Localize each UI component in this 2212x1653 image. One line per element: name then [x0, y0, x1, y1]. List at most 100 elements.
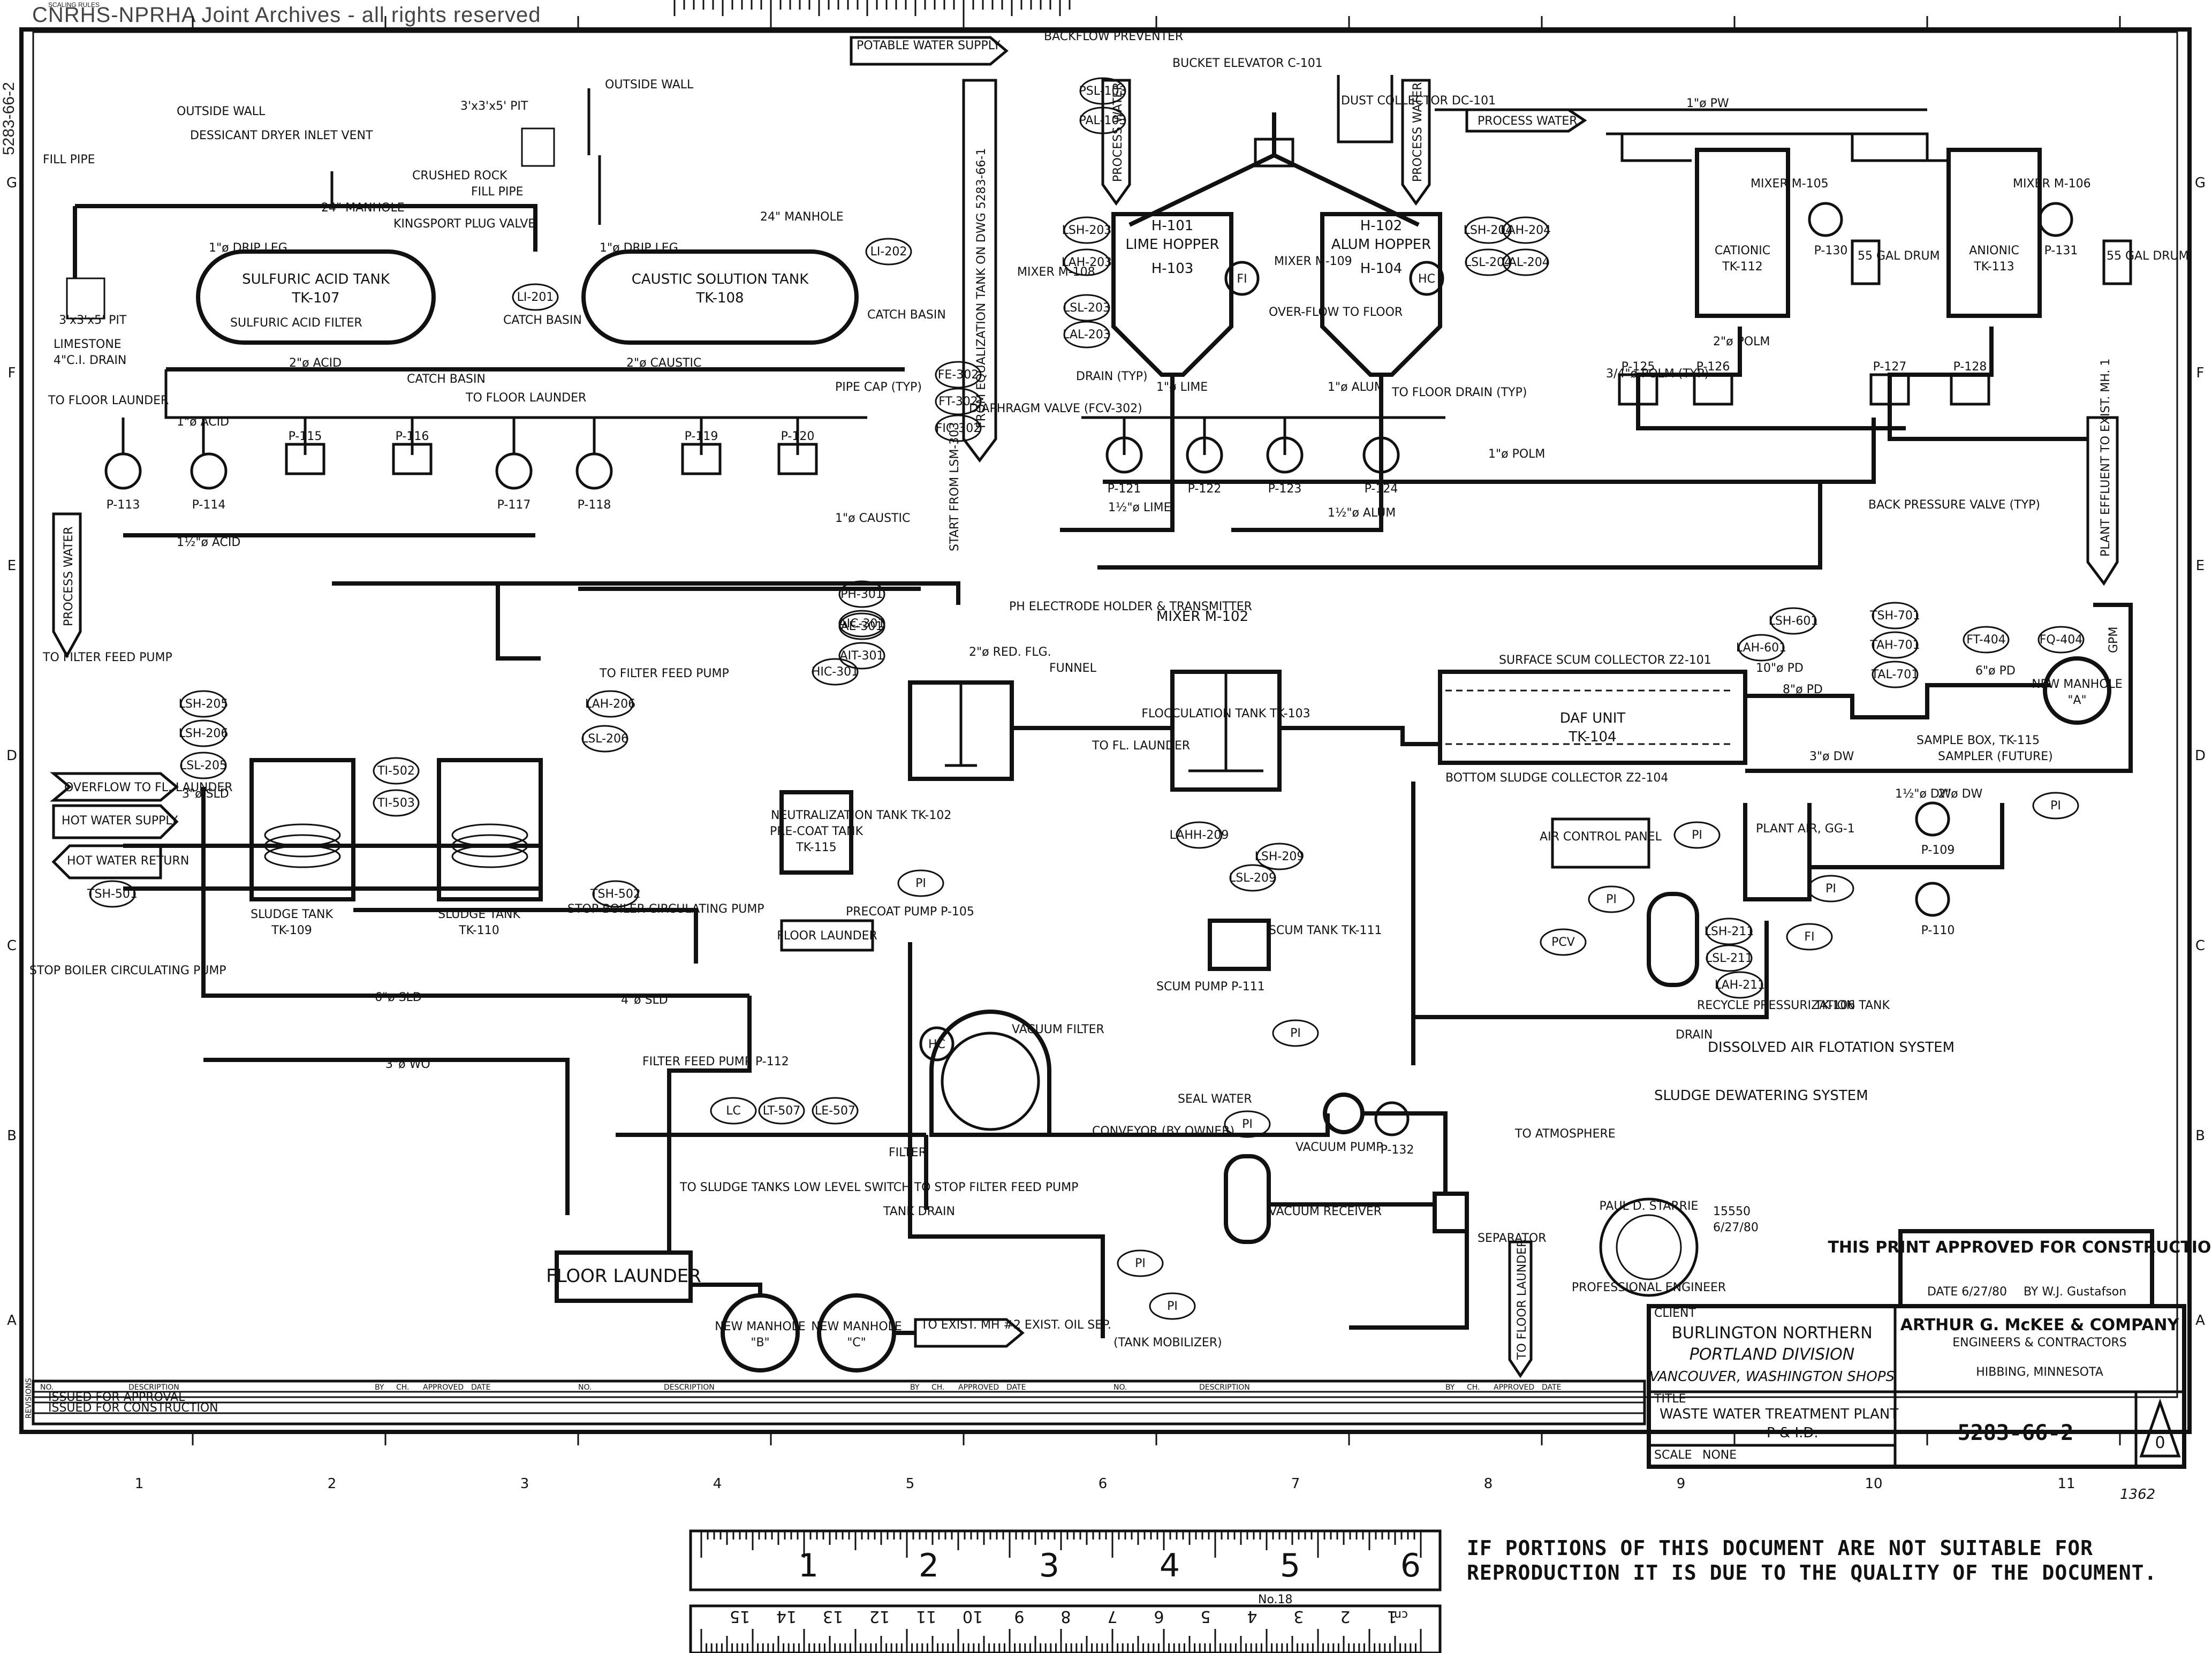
- label-vacuum-receiver: VACUUM RECEIVER: [1269, 1205, 1382, 1218]
- pump-tag: P-125: [1622, 360, 1655, 374]
- acid-tank-tag: TK-107: [291, 290, 339, 306]
- instrument-tag: LAH-206: [585, 697, 635, 711]
- instrument-tag: LSH-601: [1769, 615, 1819, 628]
- pump-tag: P-126: [1696, 360, 1730, 374]
- ruler-cm-label: 13: [823, 1607, 843, 1626]
- ruler-cm-label: 5: [1200, 1607, 1210, 1626]
- alum-hopper: H-102 ALUM HOPPER H-104 HC: [1320, 212, 1444, 377]
- svg-text:SLUDGE TANK: SLUDGE TANK: [251, 908, 333, 921]
- instrument-tag: LT-507: [763, 1104, 801, 1118]
- label-mixer-m108: MIXER M-108: [1017, 266, 1095, 279]
- label-pit-2: 3'x3'x5' PIT: [460, 100, 528, 113]
- label-scum-collector: SURFACE SCUM COLLECTOR Z2-101: [1499, 654, 1711, 667]
- crushed-rock-pit: [521, 127, 555, 167]
- label-plant-air: PLANT AIR, GG-1: [1756, 822, 1855, 836]
- ruler-inch-label: 1: [798, 1547, 819, 1584]
- anionic-tank: ANIONIC TK-113: [1946, 148, 2042, 318]
- caustic-tank-name: CAUSTIC SOLUTION TANK: [632, 271, 809, 287]
- instrument-bubble: [935, 361, 982, 389]
- label-start-from: START FROM LSM-303: [948, 422, 961, 551]
- label-precoat-pump: PRECOAT PUMP P-105: [846, 905, 974, 919]
- hot-water-supply-tag: HOT WATER SUPPLY: [52, 804, 179, 839]
- instrument-bubble: [812, 658, 859, 686]
- instrument-tag: LSH-211: [1705, 925, 1754, 938]
- instrument-bubble: [1117, 1249, 1164, 1277]
- grid-col-label: 3: [520, 1476, 529, 1492]
- instrument-bubble: [1256, 843, 1303, 870]
- scum-tank: [1208, 919, 1271, 971]
- instrument-tag: LSL-205: [180, 759, 227, 772]
- grid-col-label: 2: [328, 1476, 337, 1492]
- label-mixer-m106: MIXER M-106: [2013, 177, 2091, 191]
- label-acid-filter: SULFURIC ACID FILTER: [230, 316, 362, 330]
- svg-text:15550: 15550: [1713, 1205, 1751, 1218]
- label-pd-10: 10"ø PD: [1756, 662, 1804, 675]
- instrument-tag: LSH-203: [1062, 224, 1112, 237]
- instrument-bubble: [89, 880, 136, 908]
- revision-header: DATE: [471, 1383, 490, 1392]
- label-polm-1: 1"ø POLM: [1488, 448, 1545, 461]
- svg-text:HC: HC: [928, 1038, 945, 1051]
- label-mixer-m105: MIXER M-105: [1751, 177, 1829, 191]
- grid-row-label-right: A: [2195, 1313, 2205, 1329]
- instrument-bubble: [1063, 216, 1110, 244]
- instrument-tag: FT-404: [1966, 633, 2006, 647]
- label-alum-1: 1"ø ALUM: [1328, 381, 1384, 394]
- label-to-atmosphere: TO ATMOSPHERE: [1514, 1127, 1616, 1141]
- instrument-bubble: [2037, 626, 2085, 654]
- label-sludge-low-level: TO SLUDGE TANKS LOW LEVEL SWITCH TO STOP…: [679, 1181, 1078, 1194]
- svg-text:FLOOR LAUNDER: FLOOR LAUNDER: [777, 929, 877, 943]
- instrument-bubble: [1465, 248, 1512, 276]
- grid-row-label-right: C: [2195, 938, 2205, 954]
- label-dw-2: 2"ø DW: [1938, 787, 1983, 801]
- svg-text:H-102: H-102: [1360, 218, 1403, 234]
- label-vacuum-filter: VACUUM FILTER: [1012, 1023, 1104, 1036]
- instrument-bubbles: PSL-103PAL-103LSH-203LAH-203LSL-203LAL-2…: [87, 77, 2085, 1320]
- ruler-cm-label: 6: [1154, 1607, 1164, 1626]
- instrument-tag: LAH-211: [1715, 979, 1765, 992]
- grid-row-label-left: B: [7, 1128, 17, 1144]
- svg-text:FLOCCULATION TANK TK-103: FLOCCULATION TANK TK-103: [1141, 707, 1310, 721]
- label-acid-1-5: 1½"ø ACID: [177, 536, 240, 549]
- instrument-tag: LI-202: [870, 245, 907, 259]
- top-scale-ticks: [673, 0, 1071, 16]
- floor-launder-small: FLOOR LAUNDER: [777, 919, 877, 952]
- svg-text:DATE 6/27/80: DATE 6/27/80: [1927, 1285, 2007, 1299]
- instrument-bubble: [1872, 631, 1919, 659]
- scaling-rules-label: SCALING RULES: [48, 1, 100, 9]
- revision-header: BY: [1445, 1383, 1455, 1392]
- pump-symbol: [1374, 1101, 1410, 1136]
- instrument-bubble: [1063, 321, 1110, 348]
- label-dw-1-5: 1½"ø DW: [1895, 787, 1951, 801]
- ruler-cm-label: 7: [1107, 1607, 1117, 1626]
- revision-row-2: ISSUED FOR CONSTRUCTION: [48, 1401, 218, 1415]
- label-lime-2: 1½"ø LIME: [1108, 501, 1171, 514]
- instrument-bubble: [1079, 107, 1126, 134]
- svg-text:DAF UNIT: DAF UNIT: [1560, 710, 1626, 726]
- instrument-bubble: [587, 690, 634, 718]
- svg-text:"C": "C": [847, 1336, 866, 1349]
- label-filter-feed-pump: FILTER FEED PUMP P-112: [642, 1055, 789, 1068]
- instrument-bubble: [512, 283, 559, 311]
- svg-text:SCALE: SCALE: [1654, 1449, 1692, 1462]
- grid-col-label: 4: [713, 1476, 722, 1492]
- label-catch-basin-1: CATCH BASIN: [503, 314, 582, 327]
- label-seal-water: SEAL WATER: [1178, 1093, 1252, 1106]
- instrument-tag: PCV: [1551, 936, 1575, 949]
- sulfuric-acid-tank: SULFURIC ACID TANK TK-107: [196, 249, 436, 345]
- revision-header: DESCRIPTION: [664, 1383, 715, 1392]
- instrument-tag: LSL-203: [1063, 301, 1110, 315]
- label-diaphragm: DIAPHRAGM VALVE (FCV-302): [969, 402, 1142, 415]
- revision-header: BY: [910, 1383, 920, 1392]
- revision-header: DESCRIPTION: [1199, 1383, 1250, 1392]
- label-polm-2: 2"ø POLM: [1713, 335, 1770, 348]
- sludge-tank-109: SLUDGE TANK TK-109: [249, 758, 355, 937]
- svg-text:HOT WATER SUPPLY: HOT WATER SUPPLY: [62, 814, 178, 828]
- label-to-filter-feed-1: TO FILTER FEED PUMP: [42, 651, 172, 664]
- svg-text:PLANT EFFLUENT TO EXIST. MH. 1: PLANT EFFLUENT TO EXIST. MH. 1: [2099, 359, 2112, 557]
- revision-header: APPROVED: [958, 1383, 999, 1392]
- vacuum-receiver: [1224, 1154, 1271, 1244]
- instrument-tag: PI: [1135, 1257, 1146, 1270]
- svg-text:H-104: H-104: [1360, 261, 1403, 277]
- label-gpm: GPM: [2107, 627, 2120, 653]
